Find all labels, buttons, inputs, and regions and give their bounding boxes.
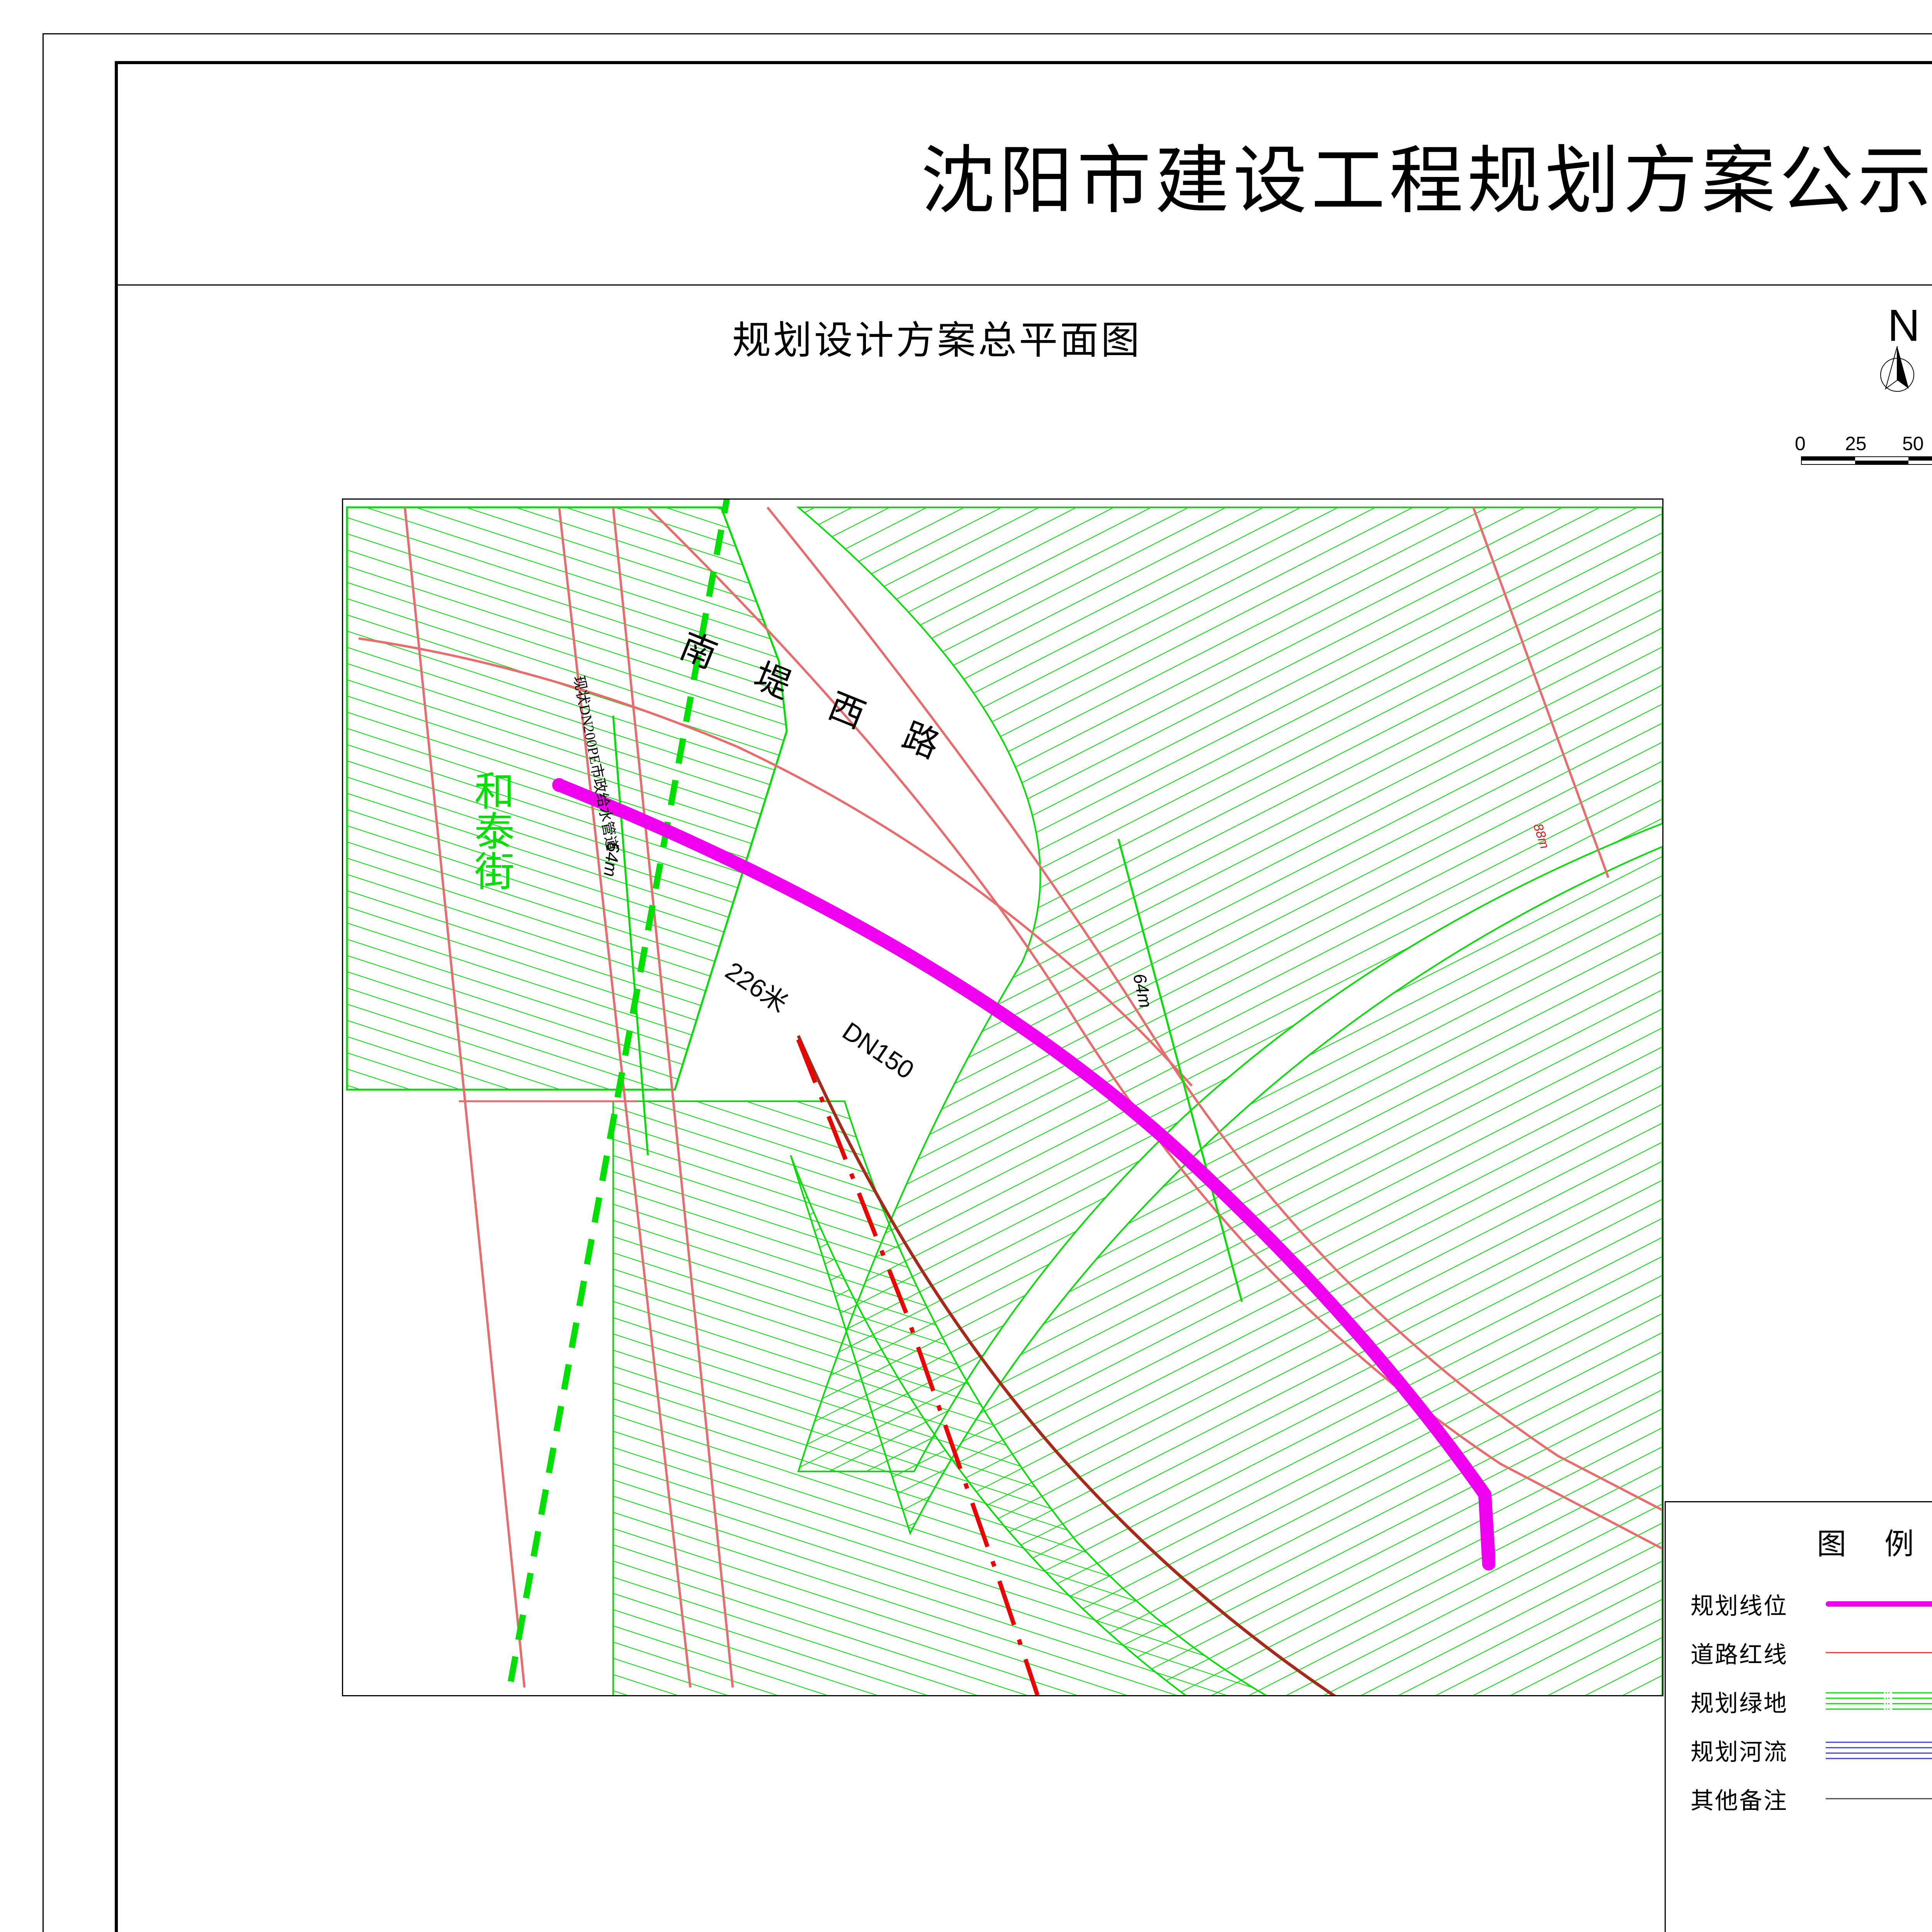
- legend-item-green-space: 规划绿地: [1666, 1677, 1932, 1726]
- legend-rows: 规划线位 道路红线 规划绿地: [1666, 1580, 1932, 1823]
- legend-label-planned-line: 规划线位: [1690, 1593, 1788, 1619]
- compass-icon: [1880, 346, 1914, 392]
- legend-label-road-redline: 道路红线: [1690, 1642, 1788, 1668]
- legend-box: 图 例 规划线位 道路红线 规划绿地: [1665, 1501, 1932, 1932]
- board-title-band: 沈阳市建设工程规划方案公示板: [118, 64, 1932, 284]
- legend-sample-river: [1818, 1736, 1932, 1764]
- map-label-street-vertical: 和泰街: [459, 770, 521, 891]
- street-vertical-text: 和泰街: [468, 770, 513, 891]
- scale-tick-labels: 0 25 50 100m: [1795, 432, 1932, 455]
- scale-bar: 0 25 50 100m: [1795, 432, 1932, 475]
- legend-label-green-space: 规划绿地: [1690, 1690, 1788, 1716]
- legend-item-planned-line: 规划线位: [1666, 1580, 1932, 1628]
- map-column: 规划设计方案总平面图 N 0 25 50 100m: [118, 286, 1932, 1932]
- legend-item-other: 其他备注: [1666, 1774, 1932, 1823]
- scale-bar-graphic: [1801, 456, 1932, 465]
- north-letter: N: [1888, 300, 1920, 350]
- site-plan-vector: [346, 500, 1662, 1695]
- green-hatch-icon: [1826, 1692, 1932, 1710]
- plan-subtitle: 规划设计方案总平面图: [732, 319, 1142, 362]
- legend-sample-road-redline: [1818, 1639, 1932, 1666]
- title-divider: [118, 284, 1932, 286]
- legend-sample-green-space: [1818, 1688, 1932, 1715]
- legend-item-road-redline: 道路红线: [1666, 1628, 1932, 1677]
- board-title: 沈阳市建设工程规划方案公示板: [921, 140, 1932, 223]
- scale-tick-25: 25: [1845, 433, 1867, 454]
- legend-sample-planned-line: [1818, 1590, 1932, 1617]
- blue-lines-icon: [1826, 1742, 1932, 1759]
- outer-frame: [43, 33, 1932, 1932]
- north-arrow-block: N: [1791, 303, 1932, 430]
- site-plan-drawing: 南 堤 西 路 和泰街 226米 DN150 64m 64m 88m 现状DN2…: [342, 498, 1663, 1696]
- legend-item-river: 规划河流: [1666, 1726, 1932, 1774]
- scale-tick-50: 50: [1902, 433, 1924, 454]
- black-line-icon: [1826, 1798, 1932, 1799]
- legend-sample-other: [1818, 1785, 1932, 1812]
- inner-frame: [115, 61, 1932, 1932]
- magenta-line-icon: [1826, 1601, 1932, 1607]
- legend-title: 图 例: [1817, 1528, 1929, 1561]
- legend-label-other: 其他备注: [1690, 1788, 1788, 1814]
- legend-label-river: 规划河流: [1690, 1739, 1788, 1765]
- scale-tick-0: 0: [1795, 433, 1806, 454]
- red-line-icon: [1826, 1652, 1932, 1653]
